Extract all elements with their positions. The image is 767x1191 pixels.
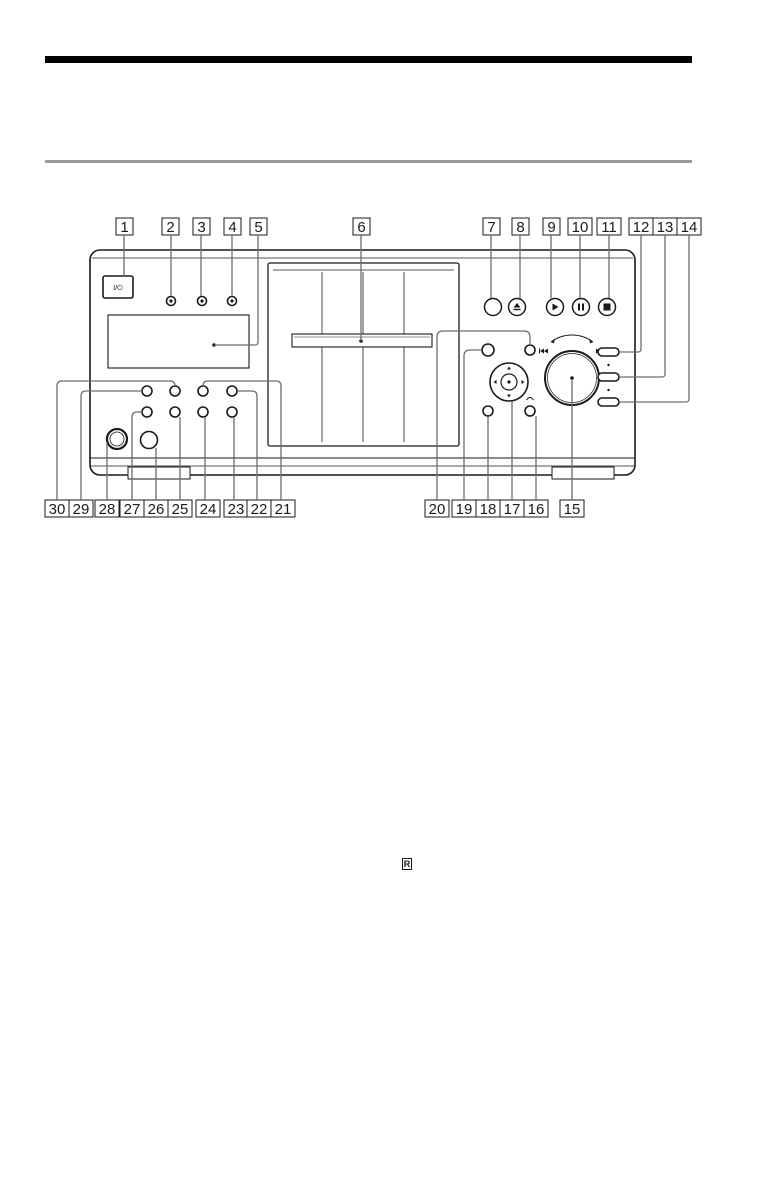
callout-9: 9 xyxy=(543,218,560,236)
callout-20: 20 xyxy=(425,500,449,518)
svg-text:17: 17 xyxy=(504,501,521,518)
svg-text:2: 2 xyxy=(166,219,174,236)
svg-text:11: 11 xyxy=(601,219,617,236)
callout-1: 1 xyxy=(116,218,133,236)
button-30[interactable] xyxy=(170,386,180,396)
stop-button[interactable] xyxy=(599,299,616,316)
callout-10: 10 xyxy=(568,218,592,236)
front-panel-diagram: 1 2 3 4 5 6 7 8 9 10 11 12 xyxy=(0,200,767,540)
svg-text:9: 9 xyxy=(547,219,555,236)
button-19[interactable] xyxy=(482,344,494,356)
button-23[interactable] xyxy=(227,407,237,417)
button-24[interactable] xyxy=(198,407,208,417)
callout-27: 27 xyxy=(120,500,144,518)
callout-23: 23 xyxy=(224,500,248,518)
svg-text:18: 18 xyxy=(480,501,497,518)
open-close-button[interactable] xyxy=(509,299,526,316)
section-rule xyxy=(45,160,692,163)
callout-17: 17 xyxy=(500,500,524,518)
callout-8: 8 xyxy=(512,218,529,236)
disc-skip-button[interactable] xyxy=(485,299,502,316)
pill-button-12[interactable] xyxy=(598,348,619,356)
input-jack[interactable] xyxy=(141,432,158,449)
stop-icon xyxy=(604,304,611,311)
callout-6: 6 xyxy=(353,218,370,236)
svg-text:4: 4 xyxy=(228,219,236,236)
svg-text:5: 5 xyxy=(254,219,262,236)
button-20[interactable] xyxy=(525,345,535,355)
power-button[interactable]: I/⏻ xyxy=(103,276,133,298)
svg-text:27: 27 xyxy=(124,501,141,518)
button-22[interactable] xyxy=(227,386,237,396)
svg-text:28: 28 xyxy=(99,501,116,518)
callout-24: 24 xyxy=(196,500,220,518)
svg-text:23: 23 xyxy=(228,501,245,518)
callout-25: 25 xyxy=(168,500,192,518)
svg-text:12: 12 xyxy=(633,219,650,236)
callout-12: 12 xyxy=(629,218,653,236)
svg-text:20: 20 xyxy=(429,501,446,518)
svg-text:I/⏻: I/⏻ xyxy=(113,284,123,292)
top-rule xyxy=(45,56,692,63)
svg-text:13: 13 xyxy=(657,219,674,236)
disc-tray-door[interactable] xyxy=(268,263,459,446)
arrow-pad[interactable] xyxy=(490,363,528,401)
svg-text:21: 21 xyxy=(275,501,292,518)
svg-text:24: 24 xyxy=(200,501,217,518)
callout-28: 28 xyxy=(95,500,119,518)
callout-13: 13 xyxy=(653,218,677,236)
svg-text:19: 19 xyxy=(456,501,473,518)
callout-3: 3 xyxy=(193,218,210,236)
callout-21: 21 xyxy=(271,500,295,518)
button-18[interactable] xyxy=(483,406,493,416)
callout-16: 16 xyxy=(524,500,548,518)
callout-19: 19 xyxy=(452,500,476,518)
svg-text:30: 30 xyxy=(49,501,66,518)
button-21[interactable] xyxy=(198,386,208,396)
button-25[interactable] xyxy=(170,407,180,417)
svg-text:7: 7 xyxy=(487,219,495,236)
svg-text:29: 29 xyxy=(73,501,90,518)
svg-text:3: 3 xyxy=(197,219,205,236)
callout-15: 15 xyxy=(560,500,584,518)
callout-14: 14 xyxy=(677,218,701,236)
callout-30: 30 xyxy=(45,500,69,518)
remote-sensor-icon: R xyxy=(402,858,412,870)
callout-5: 5 xyxy=(250,218,267,236)
svg-text:8: 8 xyxy=(516,219,524,236)
svg-text:1: 1 xyxy=(120,219,128,236)
display-window xyxy=(108,315,249,368)
phones-jack[interactable] xyxy=(107,429,127,449)
knob-2[interactable] xyxy=(167,297,176,306)
knob-3[interactable] xyxy=(198,297,207,306)
callout-11: 11 xyxy=(597,218,621,236)
svg-text:6: 6 xyxy=(357,219,365,236)
callout-22: 22 xyxy=(247,500,271,518)
svg-text:16: 16 xyxy=(528,501,545,518)
svg-text:25: 25 xyxy=(172,501,189,518)
play-button[interactable] xyxy=(547,299,564,316)
svg-text:14: 14 xyxy=(681,219,698,236)
callout-7: 7 xyxy=(483,218,500,236)
callout-2: 2 xyxy=(162,218,179,236)
pause-button[interactable] xyxy=(573,299,590,316)
button-29[interactable] xyxy=(142,386,152,396)
callout-4: 4 xyxy=(224,218,241,236)
callout-29: 29 xyxy=(69,500,93,518)
svg-text:10: 10 xyxy=(572,219,589,236)
svg-text:26: 26 xyxy=(148,501,165,518)
knob-4[interactable] xyxy=(228,297,237,306)
callout-26: 26 xyxy=(144,500,168,518)
svg-text:22: 22 xyxy=(251,501,268,518)
callout-18: 18 xyxy=(476,500,500,518)
button-27[interactable] xyxy=(142,407,152,417)
svg-text:15: 15 xyxy=(564,501,581,518)
